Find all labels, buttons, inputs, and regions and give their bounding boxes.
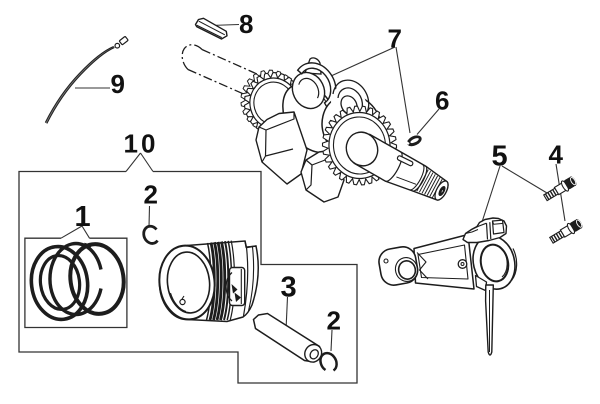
svg-text:9: 9 [111, 69, 125, 99]
svg-text:1: 1 [75, 201, 91, 233]
svg-text:7: 7 [388, 24, 402, 54]
svg-text:4: 4 [549, 140, 564, 170]
svg-text:8: 8 [239, 9, 253, 39]
svg-text:10: 10 [124, 129, 159, 159]
svg-text:6: 6 [435, 86, 449, 116]
svg-text:5: 5 [492, 141, 508, 173]
svg-text:3: 3 [281, 272, 297, 304]
svg-text:2: 2 [327, 306, 341, 336]
svg-text:2: 2 [144, 180, 158, 210]
